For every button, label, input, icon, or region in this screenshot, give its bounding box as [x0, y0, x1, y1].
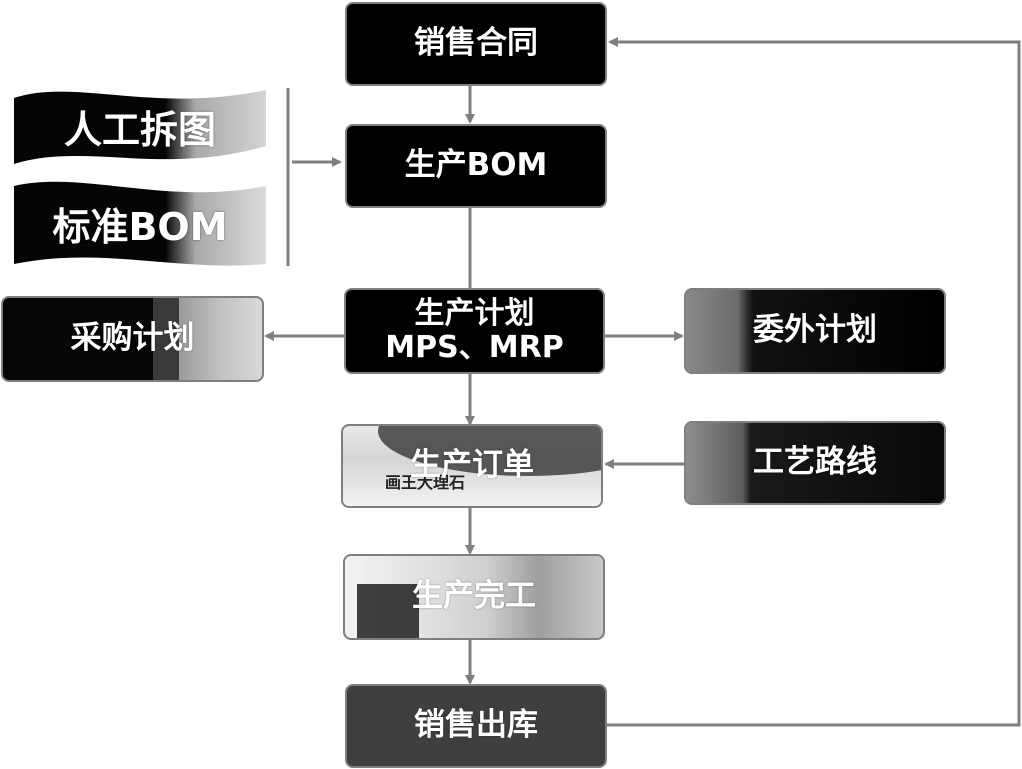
production-complete-label: 生产完工 — [412, 578, 536, 615]
production-plan-sublabel: MPS、MRP — [385, 330, 564, 365]
production-plan-node: 生产计划 MPS、MRP — [344, 288, 605, 374]
production-complete-node: 生产完工 — [343, 554, 605, 640]
sales-contract-node: 销售合同 — [345, 2, 607, 86]
sales-contract-label: 销售合同 — [414, 25, 538, 62]
routing-node: 工艺路线 — [684, 421, 946, 505]
purchase-plan-node: 采购计划 — [1, 296, 264, 382]
manual-breakdown-flag: 人工拆图 — [14, 84, 266, 168]
standard-bom-flag: 标准BOM — [14, 176, 266, 270]
standard-bom-label: 标准BOM — [52, 204, 228, 249]
production-order-node: 画王大理石 生产订单 — [341, 424, 603, 508]
production-bom-label: 生产BOM — [404, 147, 548, 184]
flag-shape — [14, 181, 266, 266]
purchase-plan-label: 采购计划 — [70, 320, 195, 357]
manual-breakdown-label: 人工拆图 — [63, 107, 216, 152]
sales-outbound-node: 销售出库 — [345, 684, 607, 768]
production-plan-label: 生产计划 — [414, 295, 535, 331]
production-order-label: 生产订单 — [410, 447, 534, 484]
production-bom-node: 生产BOM — [345, 124, 607, 208]
outsource-plan-label: 委外计划 — [753, 312, 877, 349]
arrow-outbound-to-contract — [606, 37, 1021, 727]
flag-shape — [14, 90, 266, 164]
routing-label: 工艺路线 — [753, 444, 877, 481]
sales-outbound-label: 销售出库 — [414, 707, 538, 744]
outsource-plan-node: 委外计划 — [684, 288, 946, 374]
stone-brand-sign: 画王大理石 — [385, 473, 466, 492]
